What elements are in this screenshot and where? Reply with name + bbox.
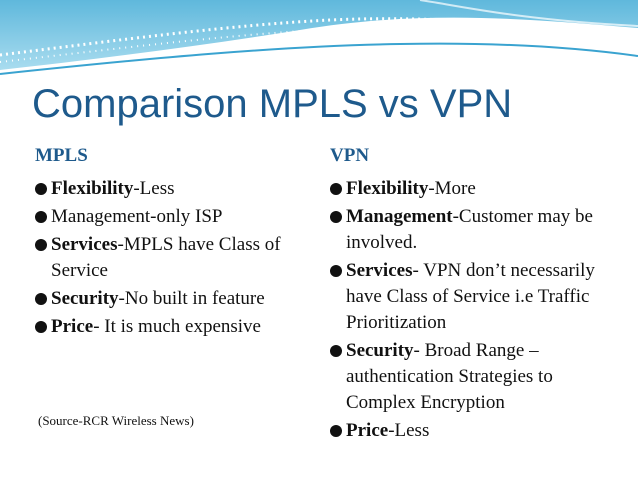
item-label: Security (346, 340, 414, 361)
item-text: - VPN don’t necessarily have Class of Se… (346, 260, 595, 333)
item-text: -Less (388, 420, 430, 441)
item-label: Services (51, 234, 118, 255)
list-item: Management-only ISP (35, 204, 320, 230)
item-text: Management-only ISP (51, 206, 223, 227)
header-wave-decoration (0, 0, 638, 75)
list-item: Price-Less (330, 418, 615, 444)
item-label: Flexibility (346, 178, 429, 199)
item-label: Flexibility (51, 178, 134, 199)
item-label: Price (346, 420, 389, 441)
list-item: Security- Broad Range – authentication S… (330, 338, 615, 416)
list-item: Flexibility-Less (35, 176, 320, 202)
bullet-icon (330, 211, 342, 223)
bullet-icon (35, 211, 47, 223)
bullet-icon (35, 239, 47, 251)
item-label: Security (51, 288, 119, 309)
list-item: Services- VPN don’t necessarily have Cla… (330, 258, 615, 336)
list-item: Services-MPLS have Class of Service (35, 232, 320, 284)
bullet-icon (35, 321, 47, 333)
list-item: Security-No built in feature (35, 286, 320, 312)
item-text: -Customer may be involved. (346, 206, 593, 253)
bullet-icon (330, 345, 342, 357)
bullet-icon (330, 265, 342, 277)
list-item: Price- It is much expensive (35, 314, 320, 340)
vpn-heading: VPN (330, 145, 370, 166)
bullet-icon (330, 425, 342, 437)
list-item: Flexibility-More (330, 176, 615, 202)
item-label: Management (346, 206, 453, 227)
item-text: - Broad Range – authentication Strategie… (346, 340, 553, 413)
bullet-icon (35, 293, 47, 305)
source-note: (Source-RCR Wireless News) (38, 413, 194, 428)
vpn-list: Flexibility-More Management-Customer may… (330, 176, 615, 446)
item-text: -MPLS have Class of Service (51, 234, 281, 281)
item-text: -More (428, 178, 476, 199)
list-item: Management-Customer may be involved. (330, 204, 615, 256)
item-label: Services (346, 260, 413, 281)
mpls-list: Flexibility-Less Management-only ISP Ser… (35, 176, 320, 342)
bullet-icon (35, 183, 47, 195)
item-text: - It is much expensive (93, 316, 261, 337)
item-text: -Less (133, 178, 175, 199)
item-label: Price (51, 316, 94, 337)
bullet-icon (330, 183, 342, 195)
item-text: -No built in feature (118, 288, 265, 309)
mpls-heading: MPLS (35, 145, 88, 166)
slide-title: Comparison MPLS vs VPN (32, 82, 513, 126)
